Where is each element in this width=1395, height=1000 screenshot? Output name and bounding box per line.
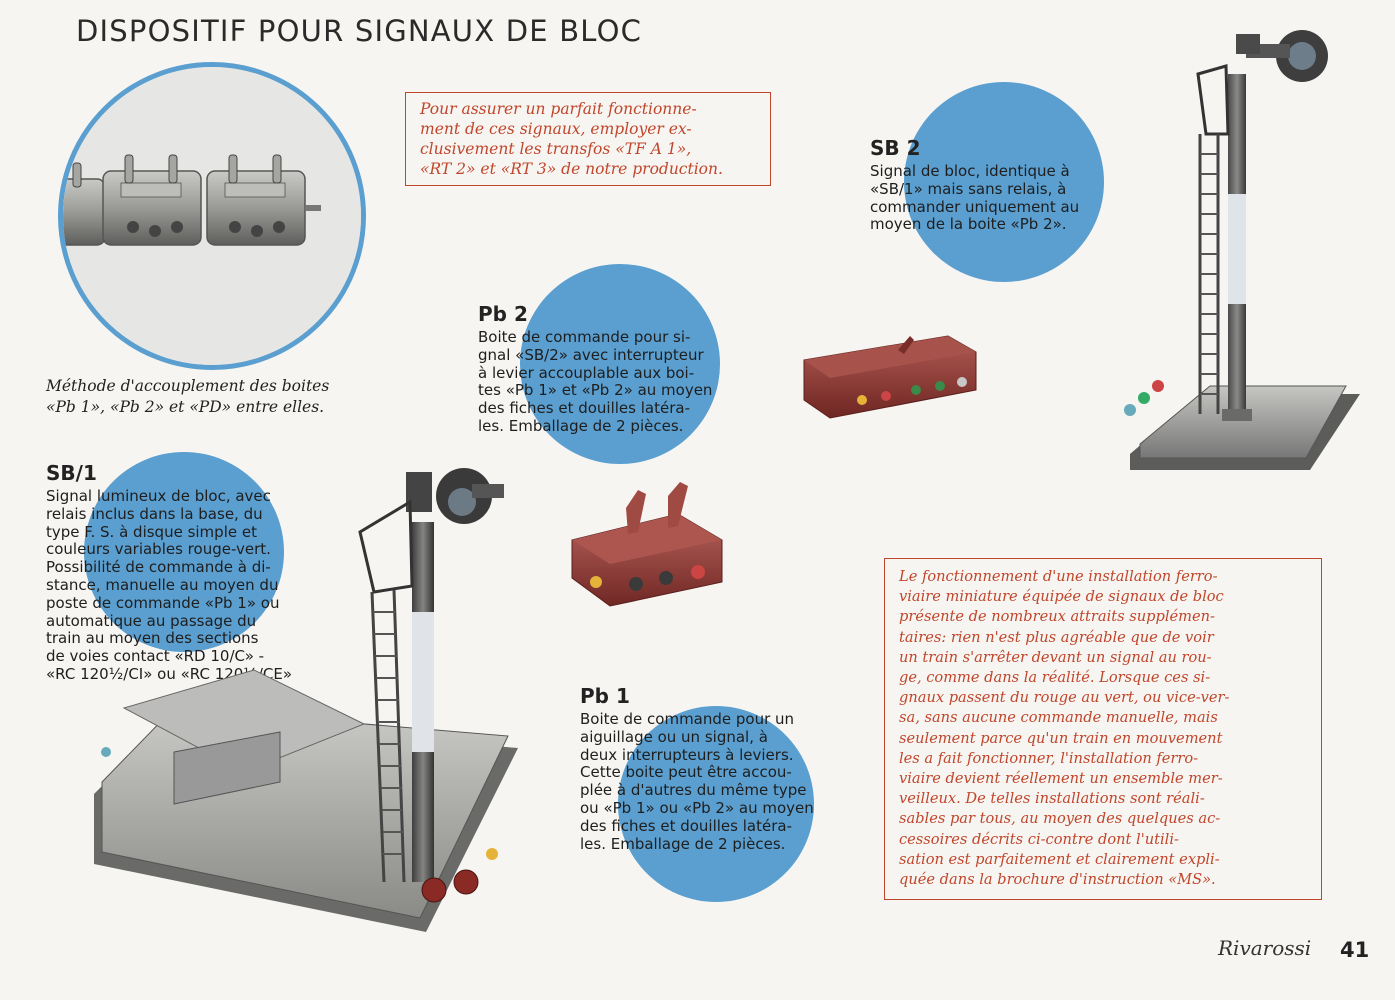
pb2-line: gnal «SB/2» avec interrupteur	[478, 345, 704, 364]
note-line: Pour assurer un parfait fonctionne-	[420, 100, 697, 118]
pb2-line: tes «Pb 1» et «Pb 2» au moyen	[478, 381, 713, 400]
note-line: veilleux. De telles installations sont r…	[899, 790, 1205, 808]
pb1-line: Boite de commande pour un	[580, 710, 795, 728]
note-line: cessoires décrits ci-contre dont l'utili…	[899, 830, 1179, 848]
installation-note-box: Le fonctionnement d'une installation fer…	[884, 558, 1322, 900]
brand-logo: Rivarossi	[1218, 936, 1312, 960]
pb1-line: ou «Pb 1» ou «Pb 2» au moyen	[580, 798, 814, 817]
note-line: sa, sans aucune commande manuelle, mais	[899, 709, 1218, 727]
blue-circle-sb1	[84, 452, 284, 652]
note-line: sables par tous, au moyen des quelques a…	[899, 810, 1221, 828]
pb2-line: Boite de commande pour si-	[478, 328, 691, 346]
note-line: sation est parfaitement et clairement ex…	[899, 850, 1220, 868]
blue-circle-sb2	[904, 82, 1104, 282]
coupled-boxes-illustration	[63, 67, 361, 365]
pb2-control-box-illustration	[803, 335, 977, 419]
sb1-line: stance, manuelle au moyen du	[46, 575, 279, 594]
pb1-line: plée à d'autres du même type	[580, 781, 807, 800]
sb1-line: Possibilité de commande à di-	[46, 558, 271, 577]
sb1-heading: SB/1	[46, 461, 97, 485]
caption-line: Méthode d'accouplement des boites	[46, 377, 330, 395]
sb1-line: relais inclus dans la base, du	[46, 504, 263, 523]
blue-circle-pb2	[520, 264, 720, 464]
sb1-line: de voies contact «RD 10/C» -	[46, 647, 265, 666]
note-line: ment de ces signaux, employer ex-	[420, 120, 692, 138]
note-line: taires: rien n'est plus agréable que de …	[899, 628, 1214, 646]
blue-circle-pb1	[618, 706, 814, 902]
transfo-note: Pour assurer un parfait fonctionne- ment…	[420, 99, 723, 179]
sb1-line: automatique au passage du	[46, 611, 257, 630]
note-line: seulement parce qu'un train en mouvement	[899, 729, 1223, 747]
sb2-line: «SB/1» mais sans relais, à	[870, 179, 1067, 198]
pb1-line: aiguillage ou un signal, à	[580, 727, 768, 746]
pb2-line: les. Emballage de 2 pièces.	[478, 416, 684, 435]
note-line: Le fonctionnement d'une installation fer…	[899, 568, 1218, 585]
caption-line: «Pb 1», «Pb 2» et «PD» entre elles.	[46, 398, 325, 416]
note-line: un train s'arrêter devant un signal au r…	[899, 648, 1212, 666]
note-line: viaire devient réellement un ensemble me…	[899, 770, 1223, 788]
pb1-control-box-illustration	[571, 482, 723, 607]
sb2-line: commander uniquement au	[870, 197, 1080, 216]
sb1-line: couleurs variables rouge-vert.	[46, 540, 271, 559]
note-line: gnaux passent du rouge au vert, ou vice-…	[899, 689, 1230, 707]
page-title: DISPOSITIF POUR SIGNAUX DE BLOC	[76, 14, 643, 48]
sb2-line: Signal de bloc, identique à	[870, 162, 1070, 180]
sb1-signal-illustration	[94, 468, 518, 932]
page-number: 41	[1340, 938, 1370, 962]
note-line: clusivement les transfos «TF A 1»,	[420, 140, 692, 158]
note-line: ge, comme dans la réalité. Lorsque ces s…	[899, 669, 1211, 687]
pb1-line: des fiches et douilles latéra-	[580, 816, 792, 835]
pb2-heading: Pb 2	[478, 302, 528, 326]
sb1-description: Signal lumineux de bloc, avec relais inc…	[46, 487, 328, 684]
pb1-line: les. Emballage de 2 pièces.	[580, 834, 786, 853]
pb1-line: Cette boite peut être accou-	[580, 763, 792, 782]
sb2-signal-illustration	[1124, 30, 1360, 470]
pb2-line: des fiches et douilles latéra-	[478, 399, 690, 418]
pb2-description: Boite de commande pour si- gnal «SB/2» a…	[478, 328, 748, 436]
sb2-description: Signal de bloc, identique à «SB/1» mais …	[870, 162, 1118, 234]
installation-note: Le fonctionnement d'une installation fer…	[899, 567, 1229, 890]
sb1-line: train au moyen des sections	[46, 629, 259, 648]
sb2-heading: SB 2	[870, 136, 921, 160]
note-line: les a fait fonctionner, l'installation f…	[899, 749, 1199, 767]
sb1-line: Signal lumineux de bloc, avec	[46, 487, 271, 505]
pb2-line: à levier accouplable aux boi-	[478, 363, 695, 382]
pb1-heading: Pb 1	[580, 684, 630, 708]
note-line: viaire miniature équipée de signaux de b…	[899, 588, 1224, 606]
coupling-photo	[58, 62, 366, 370]
pb1-description: Boite de commande pour un aiguillage ou …	[580, 710, 848, 853]
pb1-line: deux interrupteurs à leviers.	[580, 745, 794, 764]
sb2-line: moyen de la boite «Pb 2».	[870, 215, 1067, 234]
sb1-line: type F. S. à disque simple et	[46, 522, 257, 541]
transfo-note-box: Pour assurer un parfait fonctionne- ment…	[405, 92, 771, 186]
sb1-line: poste de commande «Pb 1» ou	[46, 593, 280, 612]
coupling-caption: Méthode d'accouplement des boites «Pb 1»…	[46, 376, 329, 418]
note-line: «RT 2» et «RT 3» de notre production.	[420, 160, 723, 178]
note-line: quée dans la brochure d'instruction «MS»…	[899, 871, 1216, 889]
note-line: présente de nombreux attraits supplémen-	[899, 608, 1215, 626]
